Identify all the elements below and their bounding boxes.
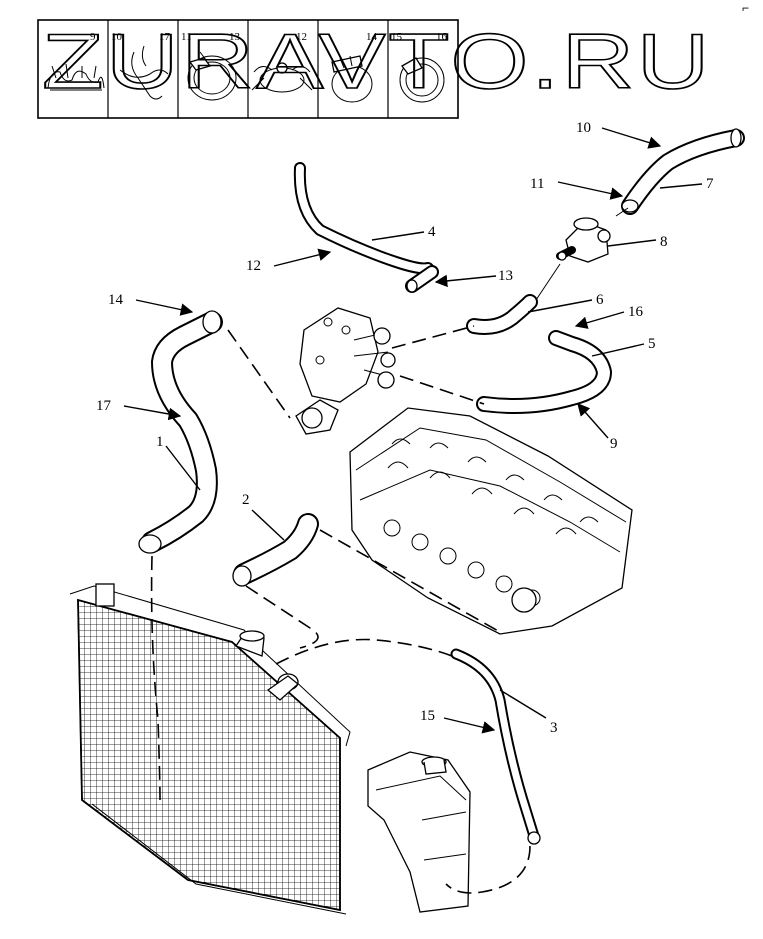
hose-6 <box>466 294 538 335</box>
callout-5: 5 <box>648 336 656 352</box>
corner-mark: ⌐ <box>742 1 749 15</box>
hose-5-9 <box>476 330 612 414</box>
expansion-tank <box>367 751 471 913</box>
watermark-text: ZURAVTO.RU <box>42 17 712 105</box>
clip-thumb-14 <box>331 55 373 103</box>
cylinder-head <box>349 407 633 635</box>
callout-leaders <box>123 127 703 734</box>
callout-6: 6 <box>596 292 604 308</box>
callout-16: 16 <box>628 304 644 320</box>
clip-number: 14 <box>366 31 378 43</box>
radiator <box>69 583 351 915</box>
connection-lines <box>150 207 629 894</box>
heater-valve <box>556 217 611 263</box>
clip-panel-dividers <box>107 20 389 118</box>
clip-number: 9 <box>90 31 96 43</box>
clip-panel: 9 10 17 11 13 12 14 15 16 <box>37 19 459 119</box>
clip-number: 17 <box>159 31 171 43</box>
radiator-cap <box>235 630 265 657</box>
clip-number: 13 <box>229 31 241 43</box>
hoses <box>138 128 745 845</box>
clip-thumb-10-17 <box>119 45 169 100</box>
thermostat-housing <box>295 307 396 435</box>
radiator-outlet <box>266 673 300 701</box>
callout-labels: 10 7 11 8 4 12 13 6 16 5 14 17 9 1 2 3 1… <box>96 120 714 736</box>
cam-saddles <box>387 438 599 535</box>
callout-11: 11 <box>530 176 544 192</box>
callout-8: 8 <box>660 234 668 250</box>
hose-3 <box>450 648 541 845</box>
callout-4: 4 <box>428 224 436 240</box>
callout-9: 9 <box>610 436 618 452</box>
callout-12: 12 <box>246 258 261 274</box>
callout-7: 7 <box>706 176 714 192</box>
clip-number: 10 <box>111 31 123 43</box>
clip-thumb-12 <box>251 62 313 93</box>
callout-3: 3 <box>550 720 558 736</box>
clip-thumb-15-16 <box>399 57 445 103</box>
callout-1: 1 <box>156 434 164 450</box>
hose-4 <box>293 162 434 275</box>
callout-17: 17 <box>96 398 112 414</box>
hose-2 <box>232 513 319 587</box>
hose-1 <box>138 310 223 554</box>
hose-7 <box>621 128 745 215</box>
clip-thumb-11-13 <box>187 51 237 101</box>
clip-number: 16 <box>436 31 448 43</box>
clip-number: 12 <box>296 31 307 43</box>
callout-14: 14 <box>108 292 124 308</box>
hose-13 <box>405 265 439 293</box>
port-holes <box>383 519 541 613</box>
clip-number: 15 <box>391 31 403 43</box>
clip-number: 11 <box>181 31 192 43</box>
callout-10: 10 <box>576 120 591 136</box>
callout-2: 2 <box>242 492 250 508</box>
callout-13: 13 <box>498 268 513 284</box>
callout-15: 15 <box>420 708 435 724</box>
clip-thumb-9 <box>47 63 105 91</box>
